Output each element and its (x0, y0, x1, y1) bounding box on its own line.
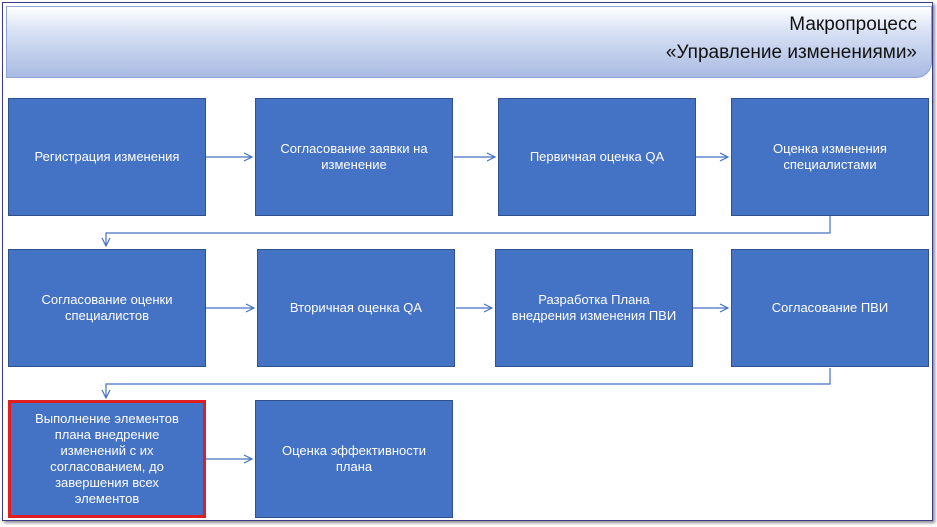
step-label: Согласование заявки на изменение (280, 141, 428, 172)
arrow-8-9 (106, 368, 831, 398)
step-label: Согласование ПВИ (771, 300, 889, 315)
header-banner: Макропроцесс «Управление изменениями» (6, 6, 932, 78)
step-label: Оценка эффективности плана (282, 443, 426, 474)
step-label: Выполнение элементов плана внедрение изм… (35, 411, 179, 506)
page-title: Макропроцесс «Управление изменениями» (666, 11, 917, 67)
step-secondary-qa: Вторичная оценка QA (257, 249, 455, 367)
step-label: Оценка изменения специалистами (773, 141, 887, 172)
step-evaluation-approval: Согласование оценки специалистов (8, 249, 206, 367)
step-primary-qa: Первичная оценка QA (498, 98, 696, 216)
step-registration: Регистрация изменения (8, 98, 206, 216)
step-label: Разработка Плана внедрения изменения ПВИ (511, 292, 677, 323)
step-label: Регистрация изменения (34, 149, 180, 164)
step-plan-approval: Согласование ПВИ (731, 249, 929, 367)
title-line-2: «Управление изменениями» (665, 42, 917, 63)
step-label: Вторичная оценка QA (289, 300, 423, 315)
step-plan-execution: Выполнение элементов плана внедрение изм… (8, 400, 206, 518)
title-line-1: Макропроцесс (789, 14, 917, 35)
step-expert-evaluation: Оценка изменения специалистами (731, 98, 929, 216)
step-request-approval: Согласование заявки на изменение (255, 98, 453, 216)
step-label: Согласование оценки специалистов (41, 292, 173, 323)
arrow-4-5 (106, 216, 831, 246)
step-label: Первичная оценка QA (529, 149, 665, 164)
step-effectiveness-evaluation: Оценка эффективности плана (255, 400, 453, 518)
step-plan-development: Разработка Плана внедрения изменения ПВИ (495, 249, 693, 367)
